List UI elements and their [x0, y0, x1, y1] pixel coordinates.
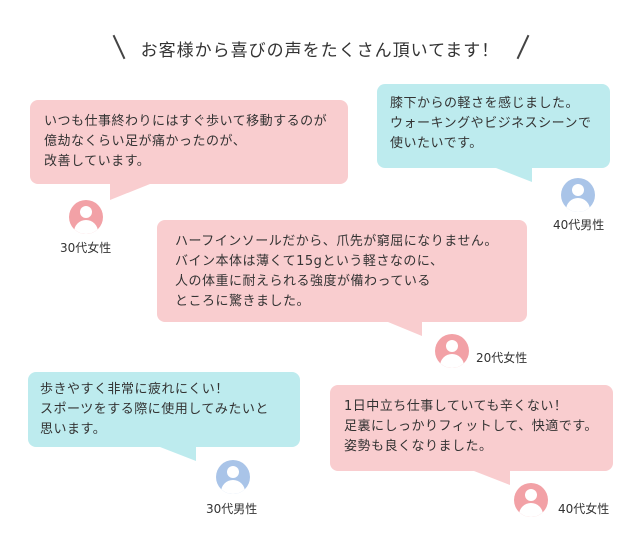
female-user-icon: [69, 200, 103, 234]
testimonial-text: 使いたいです。: [390, 136, 483, 151]
section-header: お客様から喜びの声をたくさん頂いてます！: [0, 28, 640, 68]
testimonial-text: バイン本体は薄くて15gという軽さなのに、: [175, 254, 444, 269]
testimonial-text: 膝下からの軽さを感じました。: [390, 96, 580, 111]
testimonial-bubble: いつも仕事終わりにはすぐ歩いて移動するのが 億劫なくらい足が痛かったのが、 改善…: [30, 100, 348, 184]
testimonial-bubble: 1日中立ち仕事していても辛くない！ 足裏にしっかりフィットして、快適です。 姿勢…: [330, 385, 613, 471]
testimonial-bubble: 歩きやすく非常に疲れにくい！ スポーツをする際に使用してみたいと 思います。: [28, 372, 300, 447]
bubble-tail: [110, 184, 150, 200]
testimonial-text: ハーフインソールだから、爪先が窮屈になりません。: [175, 234, 498, 249]
testimonial-text: 姿勢も良くなりました。: [344, 439, 493, 454]
female-user-icon: [435, 334, 469, 368]
testimonial-text: 足裏にしっかりフィットして、快適です。: [344, 419, 598, 434]
customer-label: 30代男性: [206, 502, 258, 516]
customer-label: 30代女性: [60, 241, 112, 255]
testimonial-text: 改善しています。: [44, 154, 151, 169]
female-user-icon: [514, 483, 548, 517]
page-title: お客様から喜びの声をたくさん頂いてます！: [140, 41, 500, 61]
customer-label: 40代男性: [553, 218, 605, 232]
testimonial-text: いつも仕事終わりにはすぐ歩いて移動するのが: [44, 114, 328, 129]
testimonial-text: スポーツをする際に使用してみたいと: [40, 402, 269, 417]
male-user-icon: [561, 178, 595, 212]
testimonial-text: 1日中立ち仕事していても辛くない！: [344, 399, 568, 414]
bubble-tail: [160, 447, 196, 461]
testimonial-text: 億劫なくらい足が痛かったのが、: [44, 134, 247, 149]
testimonial-text: ところに驚きました。: [175, 294, 311, 309]
testimonial-text: 思います。: [40, 422, 107, 437]
testimonial-text: ウォーキングやビジネスシーンで: [390, 116, 592, 131]
customer-label: 20代女性: [476, 351, 528, 365]
customer-label: 40代女性: [558, 502, 610, 516]
bubble-tail: [388, 322, 422, 336]
bubble-tail: [474, 471, 510, 485]
testimonial-text: 歩きやすく非常に疲れにくい！: [40, 382, 229, 397]
male-user-icon: [216, 460, 250, 494]
bubble-tail: [496, 168, 532, 182]
testimonial-bubble: 膝下からの軽さを感じました。 ウォーキングやビジネスシーンで 使いたいです。: [377, 84, 610, 168]
testimonial-bubble: ハーフインソールだから、爪先が窮屈になりません。 バイン本体は薄くて15gという…: [157, 220, 527, 322]
testimonial-text: 人の体重に耐えられる強度が備わっている: [175, 274, 431, 289]
